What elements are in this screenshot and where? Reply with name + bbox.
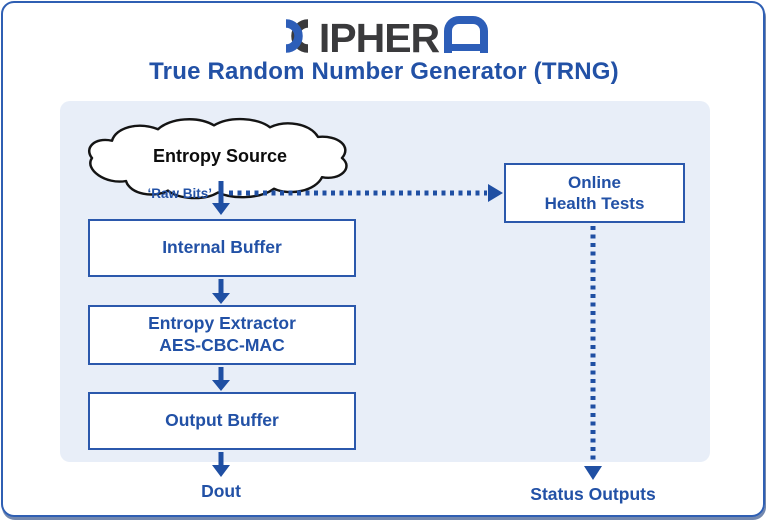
logo-letter-a: A	[444, 16, 489, 53]
online-health-tests-label-line2: Health Tests	[544, 194, 645, 213]
entropy-source-label: Entropy Source	[152, 146, 288, 166]
dout-label: Dout	[201, 481, 241, 501]
page-title: True Random Number Generator (TRNG)	[149, 58, 619, 85]
entropy-source-cloud: Entropy Source	[82, 112, 358, 204]
entropy-extractor-label-line1: Entropy Extractor	[148, 313, 296, 334]
output-buffer-label: Output Buffer	[165, 410, 279, 431]
online-health-tests-label-line1: Online	[568, 172, 621, 192]
logo-wordmark: IPHER	[318, 15, 440, 61]
status-outputs-label: Status Outputs	[530, 484, 656, 504]
internal-buffer-label: Internal Buffer	[162, 237, 282, 258]
cloud-shape	[87, 117, 348, 200]
online-health-tests-box: Online Health Tests	[504, 163, 685, 223]
output-buffer-box: Output Buffer	[88, 392, 356, 450]
xiphera-logo: IPHER A	[0, 11, 768, 61]
logo-x-mark	[285, 19, 309, 53]
raw-bits-label: ‘Raw Bits’	[147, 186, 212, 201]
internal-buffer-box: Internal Buffer	[88, 219, 356, 277]
entropy-extractor-label-line2: AES-CBC-MAC	[159, 335, 285, 355]
entropy-extractor-box: Entropy Extractor AES-CBC-MAC	[88, 305, 356, 365]
